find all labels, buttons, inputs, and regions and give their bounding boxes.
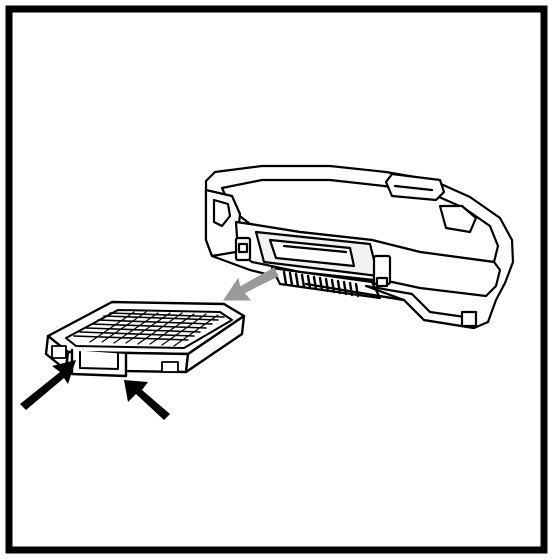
press-arrow-right xyxy=(124,380,170,420)
removal-arrow xyxy=(223,267,279,301)
filter xyxy=(44,300,246,378)
dustbin xyxy=(204,164,515,330)
press-arrow-left xyxy=(20,360,76,410)
